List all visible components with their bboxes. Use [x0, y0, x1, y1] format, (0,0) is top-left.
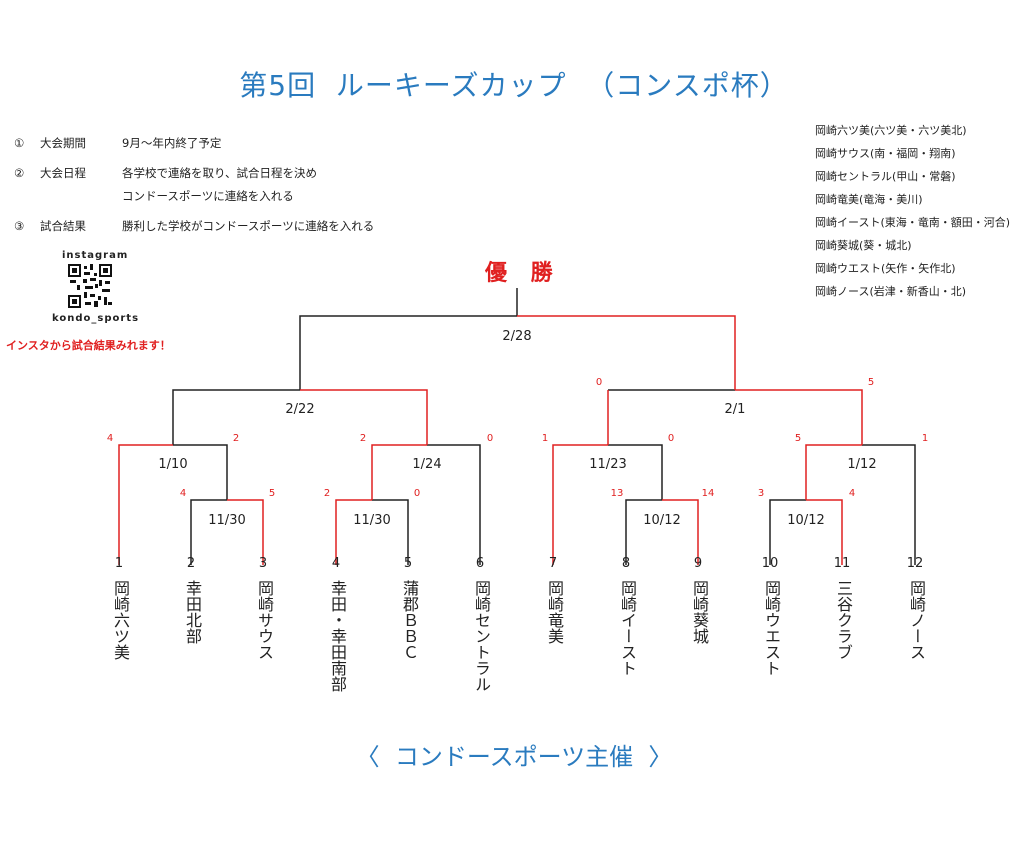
- team-number: 4: [332, 556, 340, 571]
- list-item: 岡崎サウス(南・福岡・翔南): [815, 147, 956, 160]
- score-q3-left: 1: [542, 433, 548, 444]
- list-item: 岡崎ノース(岩津・新香山・北): [815, 285, 967, 298]
- page-title: 第5回 ルーキーズカップ （コンスポ杯）: [239, 69, 789, 102]
- info-2-text-1: 各学校で連絡を取り、試合日程を決め: [122, 166, 318, 180]
- team-number: 3: [259, 556, 267, 571]
- score-r1c-right: 14: [702, 488, 715, 499]
- match-date-r1d: 10/12: [787, 513, 824, 528]
- info-2-label: 大会日程: [40, 166, 86, 180]
- info-3-label: 試合結果: [40, 219, 86, 233]
- list-item: 岡崎ウエスト(矢作・矢作北): [815, 262, 956, 275]
- list-item: 岡崎イースト(東海・竜南・額田・河合): [815, 216, 1011, 229]
- score-q1-right: 2: [233, 433, 239, 444]
- list-item: 岡崎竜美(竜海・美川): [815, 193, 923, 206]
- score-r1b-right: 0: [414, 488, 420, 499]
- team-number: 5: [404, 556, 412, 571]
- match-date-q2: 1/24: [412, 457, 441, 472]
- score-s2-right: 5: [868, 377, 874, 388]
- team-name: 三谷クラブ: [834, 580, 853, 660]
- team-number: 11: [834, 556, 851, 571]
- info-1-label: 大会期間: [40, 136, 86, 150]
- team-name: 蒲郡ＢＢＣ: [400, 580, 419, 660]
- score-r1b-left: 2: [324, 488, 330, 499]
- team-name: 岡崎葵城: [690, 580, 709, 644]
- match-date-q3: 11/23: [589, 457, 626, 472]
- score-q4-left: 5: [795, 433, 801, 444]
- score-r1d-right: 4: [849, 488, 855, 499]
- match-date-s1: 2/22: [285, 402, 314, 417]
- list-item: 岡崎セントラル(甲山・常磐): [815, 170, 956, 183]
- team-number: 10: [762, 556, 779, 571]
- team-name: 幸田北部: [183, 580, 202, 644]
- match-date-q4: 1/12: [847, 457, 876, 472]
- team-number: 8: [622, 556, 630, 571]
- match-date-r1b: 11/30: [353, 513, 390, 528]
- team-number: 6: [476, 556, 484, 571]
- team-name: 岡崎竜美: [545, 580, 564, 644]
- list-item: 岡崎六ツ美(六ツ美・六ツ美北): [815, 124, 967, 137]
- match-date-q1: 1/10: [158, 457, 187, 472]
- team-composition-list: 岡崎六ツ美(六ツ美・六ツ美北) 岡崎サウス(南・福岡・翔南) 岡崎セントラル(甲…: [815, 122, 1010, 306]
- score-q2-left: 2: [360, 433, 366, 444]
- info-3-no: ③: [14, 219, 25, 233]
- team-name: 岡崎ウエスト: [762, 580, 781, 676]
- qr-top-label: instagram: [62, 250, 129, 261]
- match-date-r1a: 11/30: [208, 513, 245, 528]
- footer-organizer: 〈 コンドースポーツ主催 〉: [355, 743, 673, 771]
- team-name: 岡崎サウス: [255, 580, 274, 660]
- score-q3-right: 0: [668, 433, 674, 444]
- team-number: 2: [187, 556, 195, 571]
- team-name: 岡崎ノース: [907, 580, 926, 660]
- team-number: 1: [115, 556, 123, 571]
- team-name: 岡崎イースト: [618, 580, 637, 676]
- info-1-no: ①: [14, 136, 25, 150]
- match-date-r1c: 10/12: [643, 513, 680, 528]
- score-q4-right: 1: [922, 433, 928, 444]
- score-r1c-left: 13: [611, 488, 624, 499]
- info-1-text: 9月～年内終了予定: [122, 136, 222, 150]
- team-number: 12: [907, 556, 924, 571]
- score-s2-left: 0: [596, 377, 602, 388]
- team-name: 岡崎セントラル: [472, 580, 491, 692]
- score-q1-left: 4: [107, 433, 113, 444]
- score-q2-right: 0: [487, 433, 493, 444]
- team-number: 9: [694, 556, 702, 571]
- qr-bottom-label: kondo_sports: [52, 313, 140, 324]
- champion-label: 優 勝: [485, 261, 561, 286]
- score-r1d-left: 3: [758, 488, 764, 499]
- score-r1a-right: 5: [269, 488, 275, 499]
- score-r1a-left: 4: [180, 488, 186, 499]
- match-date-final: 2/28: [502, 329, 531, 344]
- instagram-note: インスタから試合結果みれます！: [6, 339, 171, 352]
- team-number: 7: [549, 556, 557, 571]
- info-3-text: 勝利した学校がコンドースポーツに連絡を入れる: [122, 219, 375, 233]
- list-item: 岡崎葵城(葵・城北): [815, 239, 912, 252]
- team-name: 岡崎六ツ美: [111, 580, 130, 660]
- info-2-text-2: コンドースポーツに連絡を入れる: [122, 189, 294, 203]
- team-name: 幸田・幸田南部: [328, 580, 347, 692]
- match-date-s2: 2/1: [725, 402, 746, 417]
- info-2-no: ②: [14, 166, 25, 180]
